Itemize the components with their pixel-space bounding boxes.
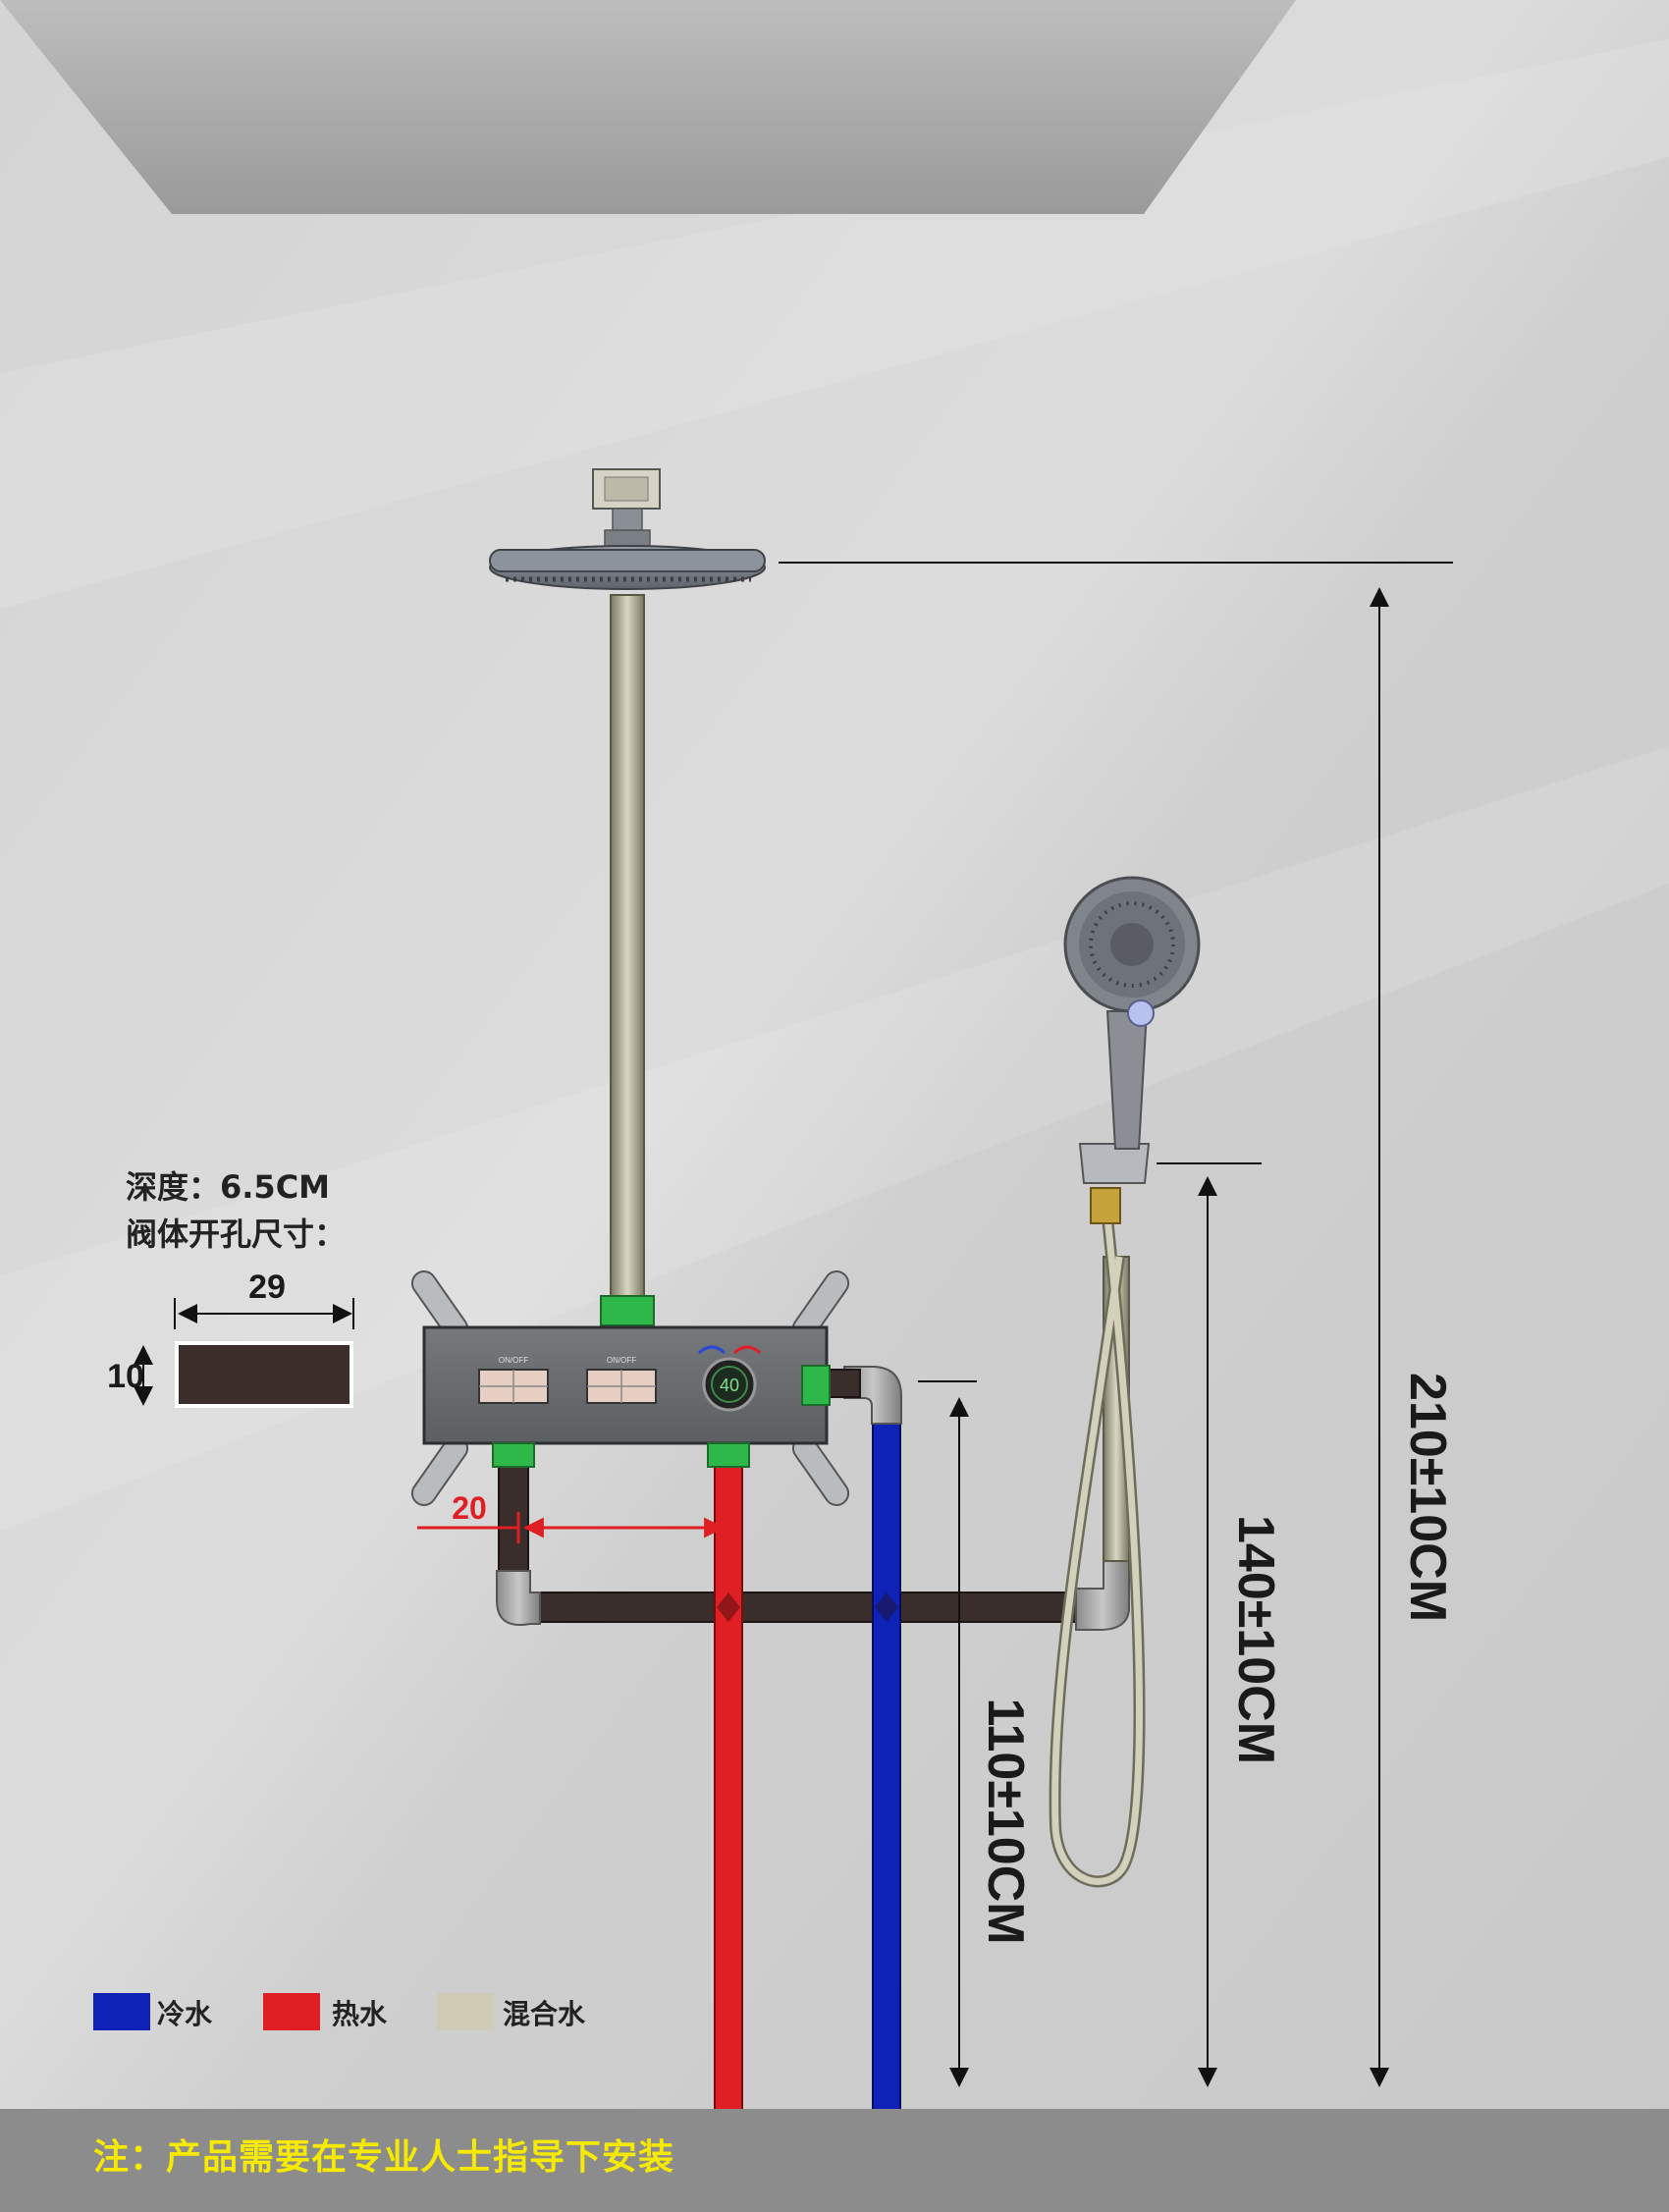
installation-note: 注：产品需要在专业人士指导下安装	[93, 2137, 675, 2178]
valve-button1-label: ON/OFF	[499, 1356, 528, 1365]
valve-button2-label: ON/OFF	[607, 1356, 636, 1365]
legend	[93, 1993, 494, 2030]
shower-rod	[610, 594, 645, 1303]
legend-label-mixed: 混合水	[503, 1998, 586, 2030]
cold-water-pipe	[872, 1405, 901, 2116]
legend-swatch-mixed	[437, 1993, 494, 2030]
cutout-label: 阀体开孔尺寸：	[126, 1215, 346, 1253]
legend-label-hot: 热水	[332, 1998, 388, 2030]
hot-cross	[717, 1592, 740, 1622]
total-height-label: 210±10CM	[1399, 1373, 1456, 1622]
footer-bar: 注：产品需要在专业人士指导下安装	[0, 2109, 1669, 2212]
cutout-height-label: 10	[107, 1358, 144, 1395]
legend-label-cold: 冷水	[157, 1998, 213, 2030]
hot-water-pipe	[714, 1466, 743, 2116]
left-elbow	[496, 1570, 541, 1626]
cutout-width-label: 29	[248, 1268, 286, 1306]
thermostatic-valve	[410, 1270, 850, 1506]
wall-light-streak-lower	[0, 746, 1669, 1532]
handheld-shower	[1049, 876, 1201, 1888]
valve-height-label: 110±10CM	[977, 1698, 1034, 1944]
cutout-rectangle	[175, 1341, 353, 1408]
left-outlet-pipe	[498, 1460, 529, 1584]
mixed-outlet-pipe	[527, 1592, 1079, 1623]
rain-shower-head	[489, 468, 766, 590]
legend-swatch-hot	[263, 1993, 320, 2030]
cold-connector-pipe	[826, 1369, 861, 1398]
dimension-lines	[417, 562, 1453, 2087]
cold-cross	[875, 1592, 898, 1622]
legend-swatch-cold	[93, 1993, 150, 2030]
wall-light-streak	[0, 39, 1669, 609]
handheld-height-label: 140±10CM	[1227, 1515, 1284, 1764]
rod-connector	[600, 1295, 655, 1326]
ceiling	[0, 0, 1296, 214]
valve-temperature-readout: 40	[720, 1376, 739, 1395]
depth-label: 深度：6.5CM	[126, 1168, 330, 1206]
offset-dimension-label: 20	[452, 1490, 487, 1526]
